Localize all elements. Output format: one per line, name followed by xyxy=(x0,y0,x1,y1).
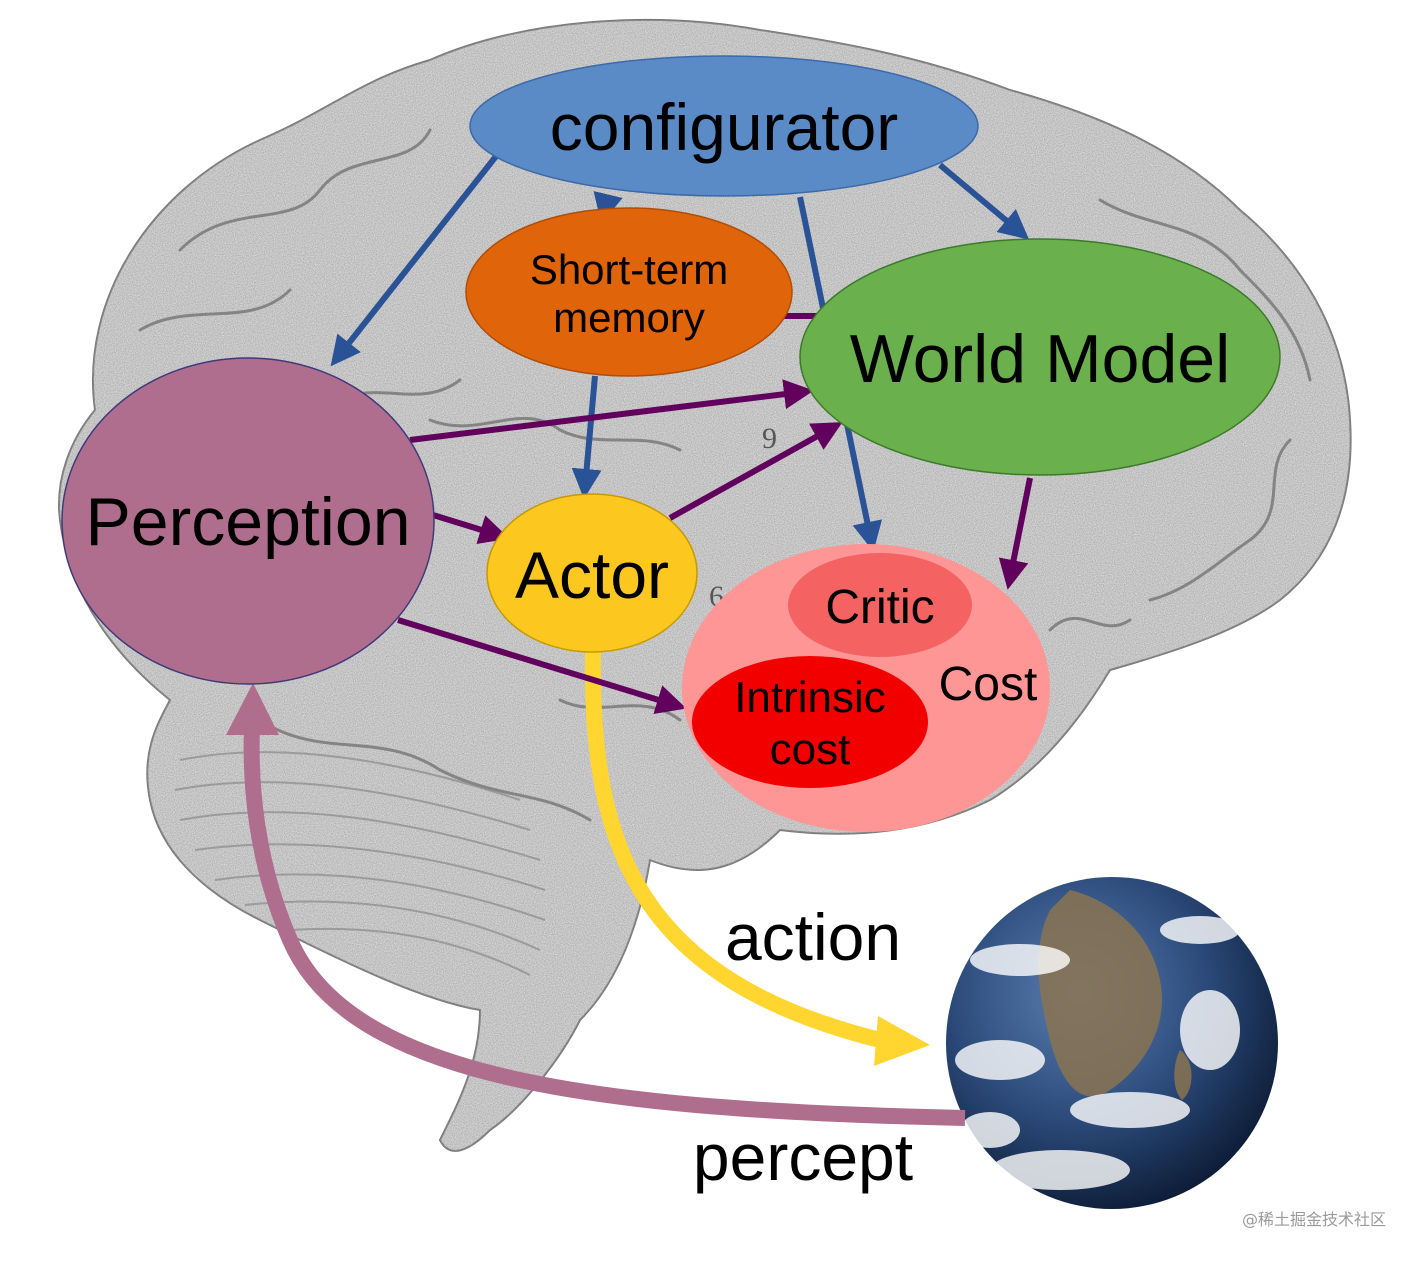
intrinsic-cost-module: Intrinsic cost xyxy=(692,656,928,788)
critic-label: Critic xyxy=(825,581,934,634)
short-term-memory-label-line2: memory xyxy=(553,294,705,341)
brain-area-label-9: 9 xyxy=(762,422,777,455)
world-model-module: World Model xyxy=(799,238,1281,476)
earth-globe-icon xyxy=(946,877,1278,1209)
perception-module: Perception xyxy=(61,357,435,685)
cost-label: Cost xyxy=(939,658,1038,711)
action-arrow xyxy=(584,651,930,1066)
short-term-memory-label-line1: Short-term xyxy=(530,246,728,293)
configurator-label: configurator xyxy=(550,90,899,164)
world-model-label: World Model xyxy=(850,321,1230,397)
percept-label: percept xyxy=(693,1120,913,1194)
actor-module: Actor xyxy=(486,493,698,653)
intrinsic-cost-label-line2: cost xyxy=(770,725,851,774)
actor-label: Actor xyxy=(515,538,669,612)
percept-arrow xyxy=(226,683,966,1126)
critic-module: Critic xyxy=(788,553,972,657)
intrinsic-cost-label-line1: Intrinsic xyxy=(734,673,886,722)
configurator-module: configurator xyxy=(469,55,979,197)
action-label: action xyxy=(725,900,901,974)
watermark: @稀土掘金技术社区 xyxy=(1241,1210,1386,1229)
short-term-memory-module: Short-term memory xyxy=(465,207,793,377)
perception-label: Perception xyxy=(85,484,410,560)
